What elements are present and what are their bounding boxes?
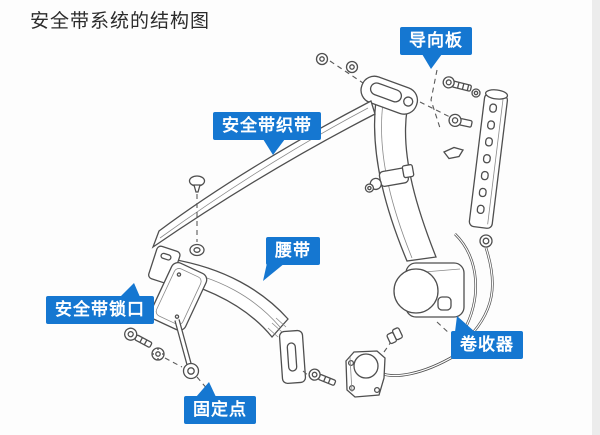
floor-bracket-drawing — [345, 327, 457, 398]
label-retractor-pointer — [455, 316, 475, 332]
retractor-drawing — [393, 233, 478, 335]
label-anchor-point-pointer — [196, 382, 216, 397]
label-retractor: 卷收器 — [451, 316, 523, 359]
label-webbing: 安全带织带 — [213, 112, 321, 155]
screw-grommet-drawing — [188, 175, 206, 257]
label-lap-belt: 腰带 — [263, 237, 320, 281]
label-guide-plate-pointer — [422, 54, 442, 69]
label-anchor-point: 固定点 — [184, 382, 256, 424]
right-edge-gutter — [592, 0, 600, 435]
label-buckle: 安全带锁口 — [46, 283, 154, 324]
label-webbing-text: 安全带织带 — [222, 116, 312, 135]
label-lap-belt-text: 腰带 — [275, 241, 311, 260]
label-guide-plate: 导向板 — [400, 27, 472, 69]
adjuster-latch-drawing — [364, 163, 415, 193]
label-guide-plate-text: 导向板 — [409, 31, 463, 50]
top-fasteners-drawing — [315, 52, 367, 86]
label-retractor-text: 卷收器 — [460, 335, 514, 354]
label-buckle-pointer — [120, 283, 140, 297]
rail-fasteners-drawing — [419, 69, 481, 160]
fixing-bolt-drawing — [124, 327, 183, 368]
label-webbing-pointer — [263, 139, 285, 155]
label-anchor-point-text: 固定点 — [193, 400, 247, 419]
label-buckle-text: 安全带锁口 — [55, 300, 145, 319]
buckle-drawing — [150, 262, 210, 392]
figure-title: 安全带系统的结构图 — [30, 11, 211, 32]
top-anchor-drawing — [360, 75, 419, 115]
guide-rail-drawing — [461, 89, 509, 345]
label-lap-belt-pointer — [263, 263, 285, 281]
